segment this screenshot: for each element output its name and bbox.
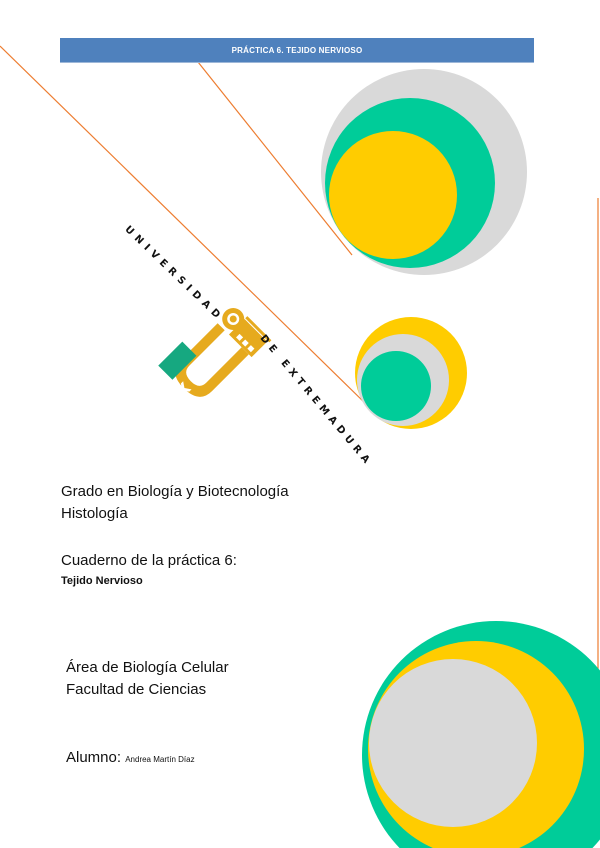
orange-diagonal-line	[0, 45, 368, 406]
circle-group-bottom	[362, 621, 600, 848]
degree-text: Grado en Biología y Biotecnología	[61, 483, 289, 500]
student-line: Alumno: Andrea Martín Díaz	[66, 748, 195, 770]
student-name: Andrea Martín Díaz	[125, 755, 195, 764]
circle-group-top	[321, 69, 527, 275]
header-bar: PRÁCTICA 6. TEJIDO NERVIOSO	[60, 38, 534, 63]
circle-group-middle	[355, 317, 467, 429]
student-label: Alumno:	[66, 749, 122, 766]
notebook-label: Cuaderno de la práctica 6:	[61, 552, 237, 569]
faculty-text: Facultad de Ciencias	[66, 681, 207, 698]
topic-text: Tejido Nervioso	[61, 575, 143, 587]
orange-diagonal-line	[197, 61, 353, 256]
area-text: Área de Biología Celular	[66, 659, 229, 676]
subject-text: Histología	[61, 505, 128, 522]
header-title: PRÁCTICA 6. TEJIDO NERVIOSO	[231, 45, 363, 55]
university-logo	[158, 307, 272, 397]
